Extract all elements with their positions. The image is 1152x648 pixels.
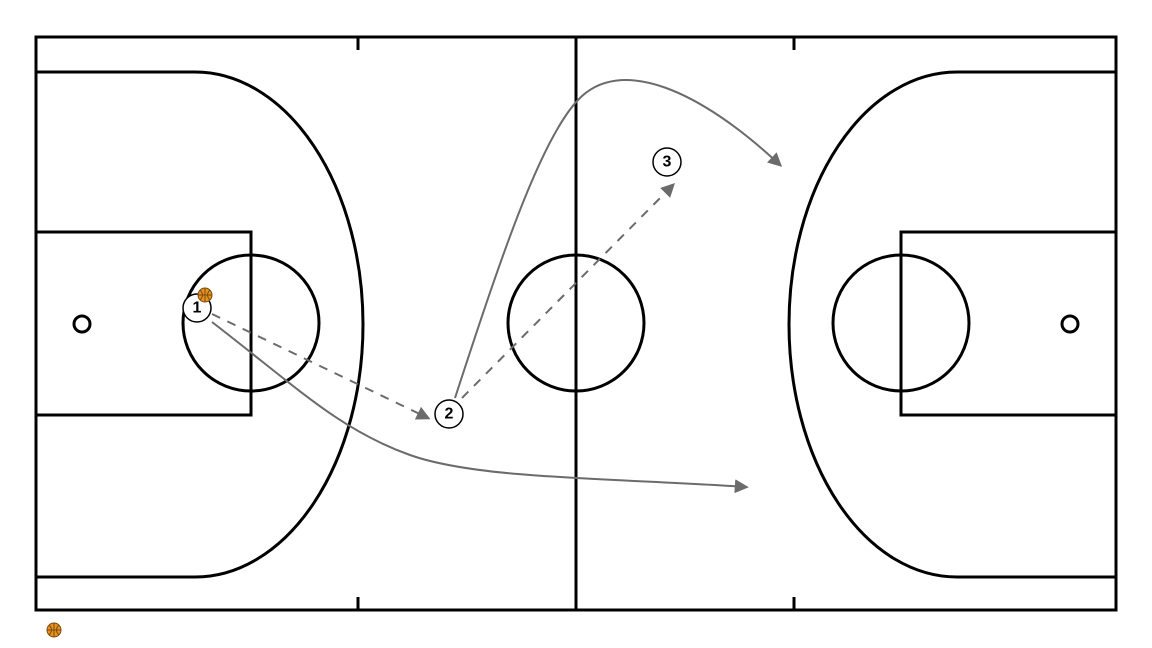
player-label: 2	[445, 406, 454, 423]
player-label: 1	[193, 300, 202, 317]
player-marker	[652, 147, 682, 177]
center-circle	[506, 253, 646, 393]
key-right	[899, 230, 1118, 417]
key-left	[34, 230, 253, 417]
cut-path-player-1	[211, 321, 749, 494]
player-3[interactable]: 3	[652, 147, 682, 177]
player-2[interactable]: 2	[434, 399, 464, 429]
player-marker	[434, 399, 464, 429]
player-label: 3	[663, 154, 672, 171]
legend-basketball-icon	[46, 622, 62, 638]
basket-right	[1060, 314, 1080, 334]
three-point-line-left	[36, 70, 365, 579]
free-throw-circle-left	[181, 253, 321, 393]
free-throw-circle-right	[831, 253, 971, 393]
pass-path-2-to-3	[461, 183, 675, 399]
pass-path-1-to-2	[211, 313, 431, 420]
cut-path-player-2	[454, 79, 783, 399]
basketball-icon	[197, 287, 213, 303]
basket-left	[72, 314, 92, 334]
three-point-line-right	[787, 70, 1116, 579]
